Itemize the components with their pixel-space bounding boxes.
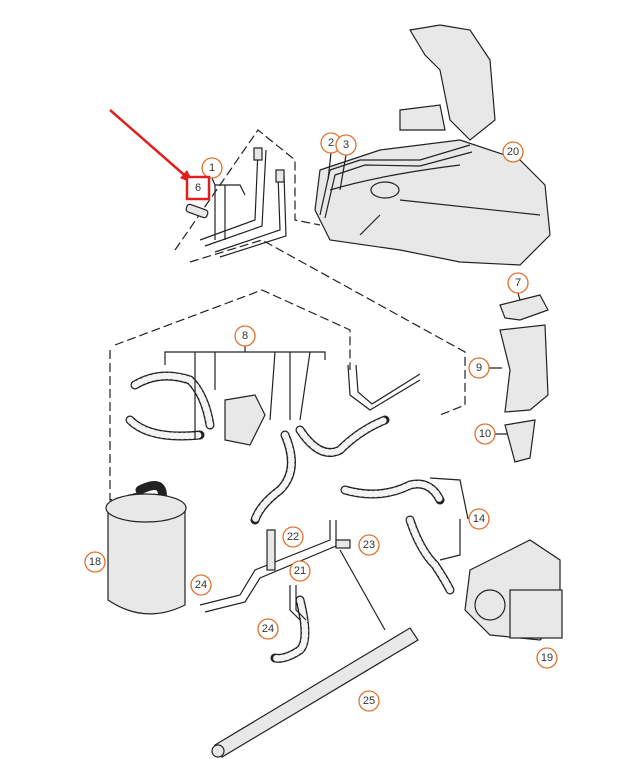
callout-part-8: 8 [234, 325, 256, 347]
callout-label: 24 [195, 579, 207, 591]
callout-label: 24 [262, 623, 274, 635]
callout-label: 14 [473, 513, 485, 525]
part-9-shield [499, 324, 549, 413]
callout-part-21: 21 [289, 560, 311, 582]
callout-part-22: 22 [282, 526, 304, 548]
callout-label: 7 [515, 277, 521, 289]
callout-label: 1 [209, 162, 215, 174]
callout-part-10: 10 [474, 423, 496, 445]
callout-label: 6 [195, 182, 201, 194]
highlight-arrow [109, 109, 191, 181]
callout-part-19: 19 [536, 647, 558, 669]
callout-part-3: 3 [335, 134, 357, 156]
callout-label: 8 [242, 330, 248, 342]
callout-label: 21 [294, 565, 306, 577]
callout-part-24: 24 [190, 574, 212, 596]
part-7-bracket [499, 294, 549, 321]
callout-label: 3 [343, 139, 349, 151]
callout-part-24: 24 [257, 618, 279, 640]
callout-part-7: 7 [507, 272, 529, 294]
fuel-rail [211, 627, 419, 758]
valve [224, 394, 266, 446]
callout-part-1: 1 [201, 157, 223, 179]
callout-part-25: 25 [358, 690, 380, 712]
callout-label: 10 [479, 428, 491, 440]
hoses [125, 371, 455, 663]
callout-label: 18 [89, 556, 101, 568]
callout-part-14: 14 [468, 508, 490, 530]
high-pressure-pump [464, 539, 563, 641]
callout-part-18: 18 [84, 551, 106, 573]
callout-label: 22 [287, 531, 299, 543]
callout-label: 19 [541, 652, 553, 664]
callout-label: 23 [363, 539, 375, 551]
part-6-clip [185, 203, 209, 219]
fuel-filter [105, 493, 187, 615]
callout-part-23: 23 [358, 534, 380, 556]
callout-label: 20 [507, 146, 519, 158]
fuel-tank [314, 24, 551, 266]
highlight-box [185, 175, 211, 201]
fuel-lines [109, 129, 466, 501]
callout-part-9: 9 [468, 357, 490, 379]
callout-part-6: 6 [185, 175, 211, 201]
callout-label: 9 [476, 362, 482, 374]
callout-label: 25 [363, 695, 375, 707]
callout-part-20: 20 [502, 141, 524, 163]
part-10-shield [504, 419, 536, 463]
callout-label: 2 [328, 137, 334, 149]
